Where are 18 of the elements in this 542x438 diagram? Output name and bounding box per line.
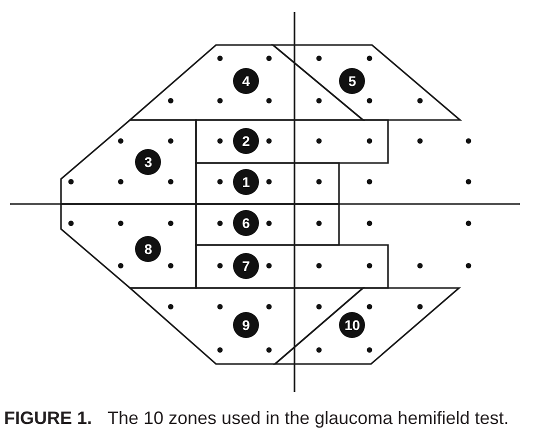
visual-field-zone — [195, 119, 389, 164]
visual-field-zone — [60, 203, 197, 289]
zone-number: 1 — [233, 168, 259, 195]
figure-caption: FIGURE 1. The 10 zones used in the glaucoma hemifield test. — [4, 408, 509, 429]
visual-field-zone — [274, 287, 460, 365]
zone-number: 10 — [339, 312, 366, 338]
visual-field-zone — [272, 44, 461, 121]
visual-field-zone — [195, 244, 389, 289]
zone-number: 4 — [233, 68, 259, 94]
zone-number: 6 — [233, 210, 259, 236]
visual-field-zone — [60, 119, 197, 205]
zone-number: 9 — [233, 312, 259, 338]
visual-field-zone — [195, 203, 340, 246]
zone-number: 3 — [135, 148, 162, 175]
zone-number: 7 — [233, 252, 259, 279]
zone-number: 2 — [233, 128, 259, 154]
zone-number: 5 — [339, 68, 366, 94]
zone-number: 8 — [135, 236, 162, 262]
